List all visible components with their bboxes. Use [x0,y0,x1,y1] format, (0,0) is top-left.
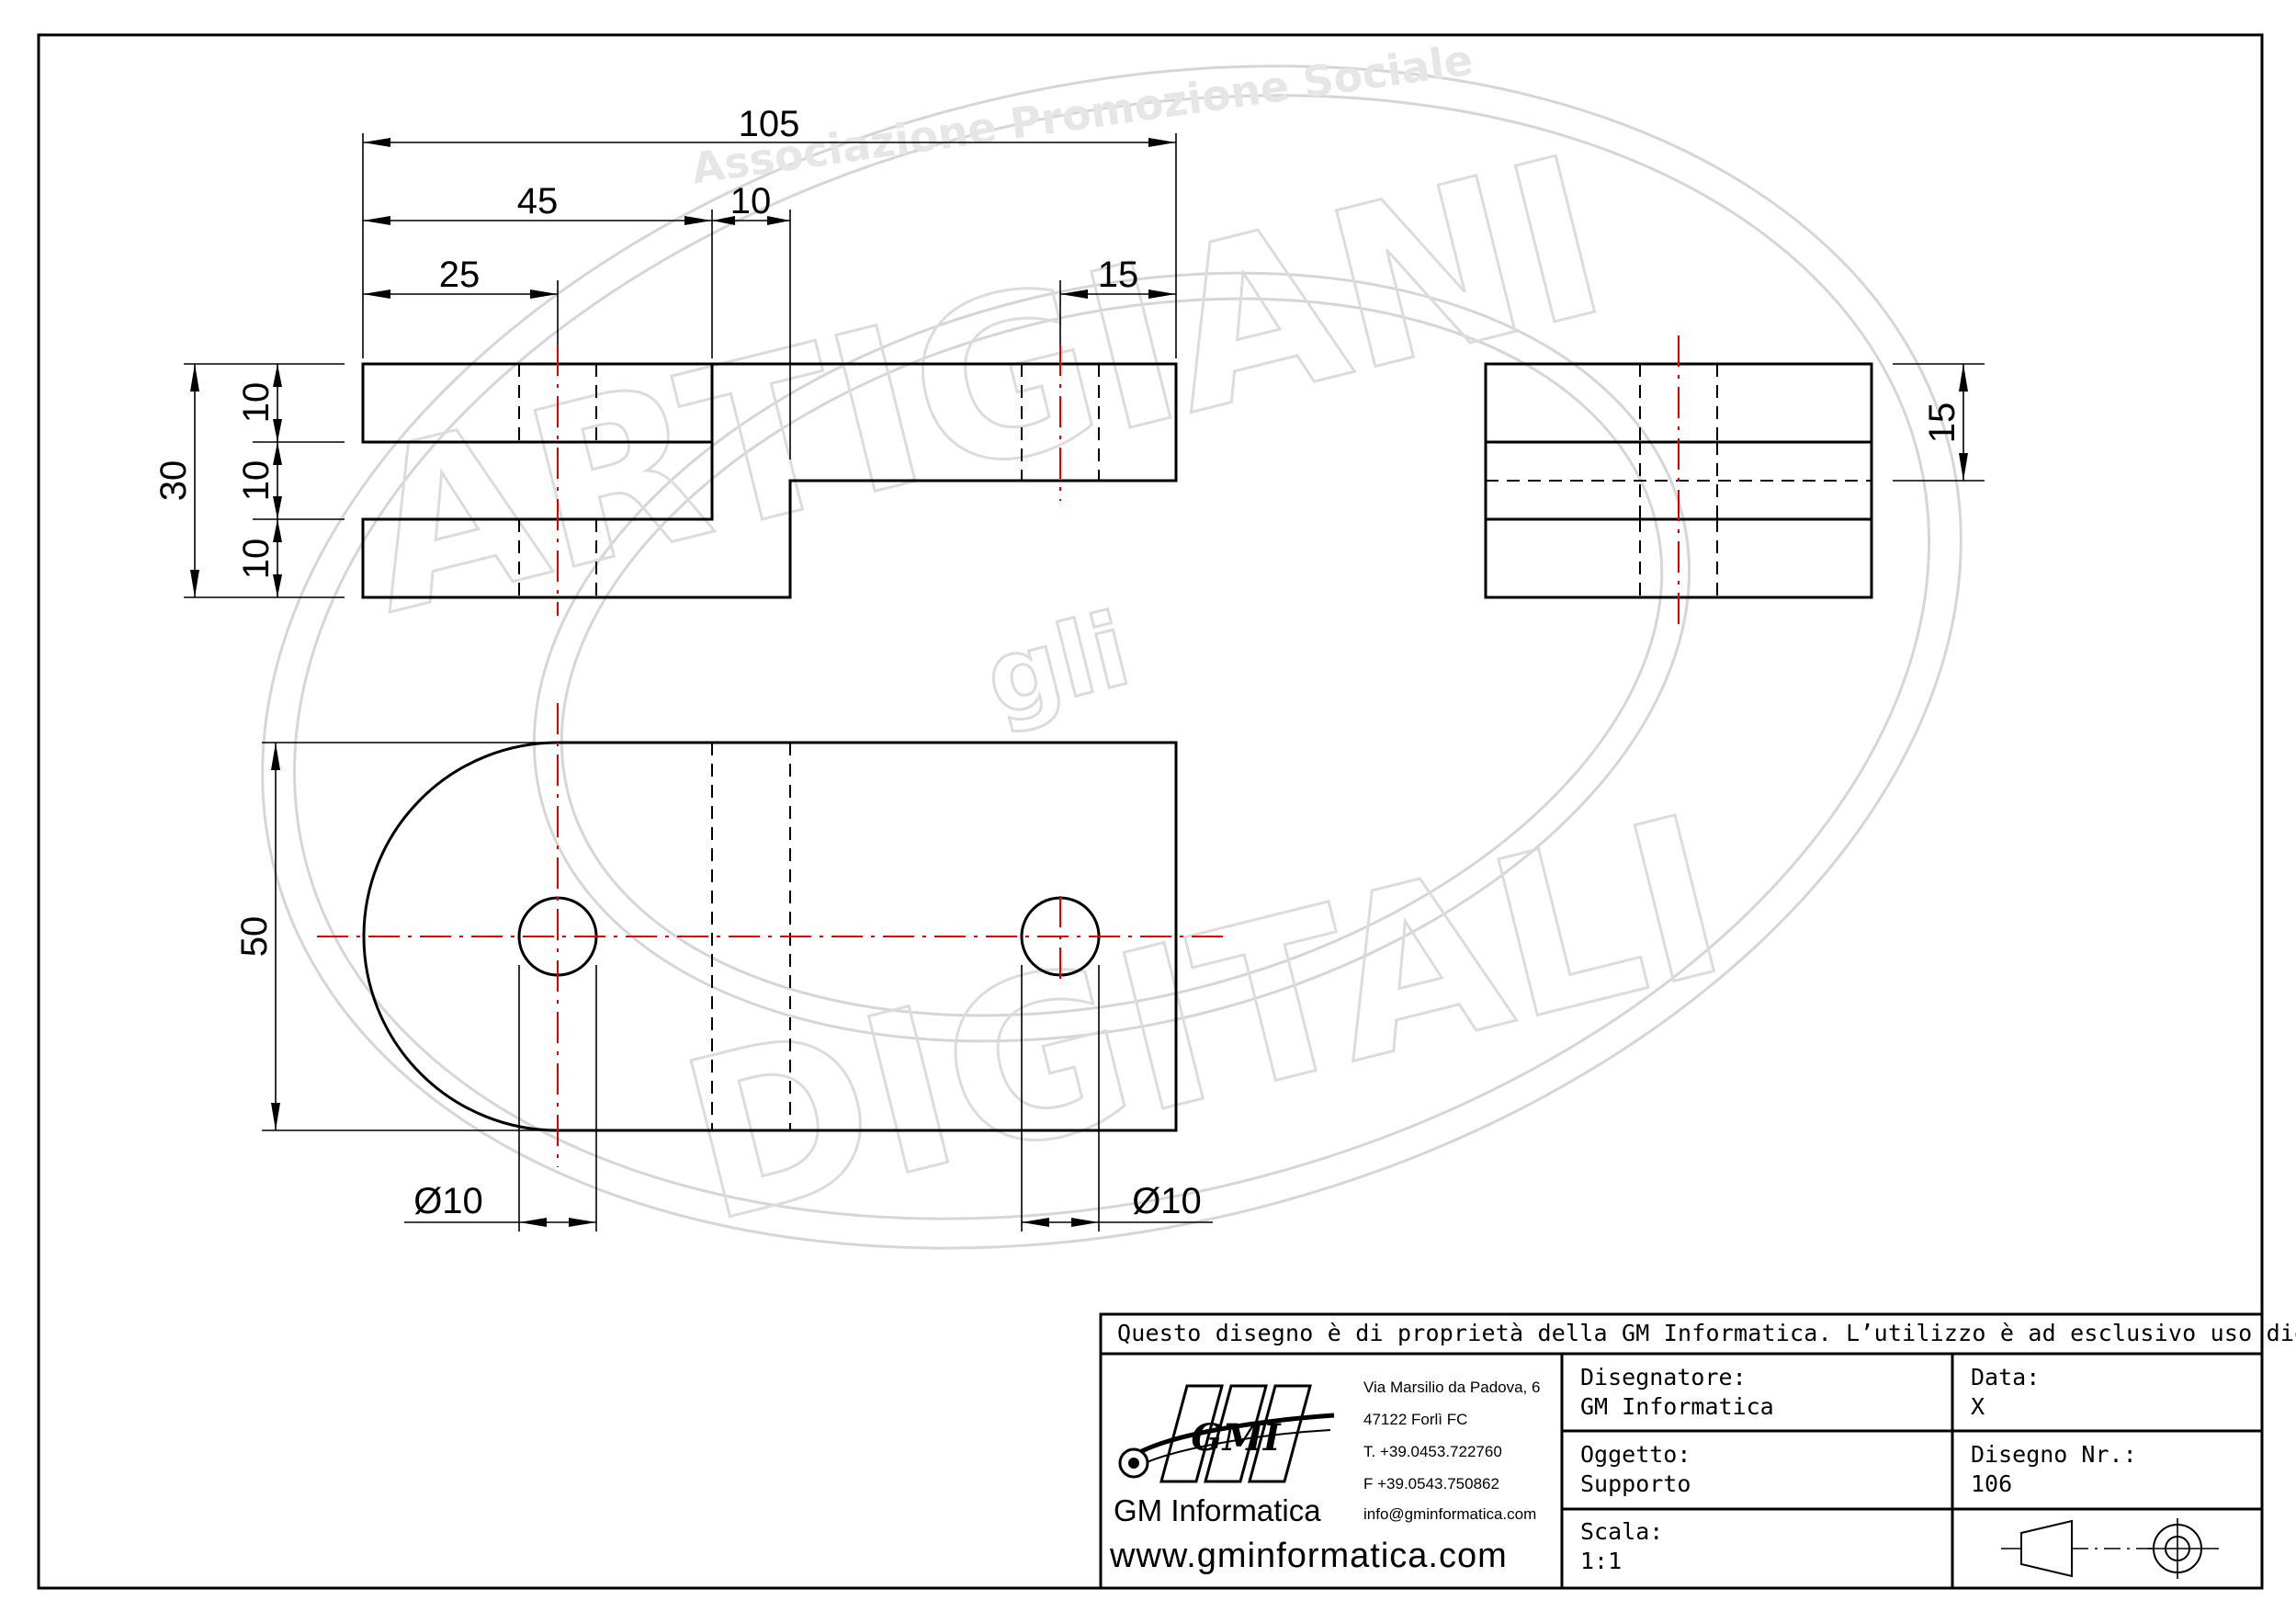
company-name: GM Informatica [1114,1493,1321,1527]
dim-step-10-label: 10 [730,181,772,221]
fax-number: F +39.0543.750862 [1363,1475,1499,1492]
scale-value: 1:1 [1580,1548,1623,1574]
watermark-word-bottom: DIGITALI [661,767,1747,1272]
object-value: Supporto [1580,1470,1691,1497]
dim-45-label: 45 [517,181,559,221]
front-view-outline [361,362,1178,599]
address-line2: 47122 Forlì FC [1363,1411,1468,1428]
date-value: X [1971,1393,1985,1420]
drawing-number-label: Disegno Nr.: [1971,1441,2137,1468]
first-angle-projection-symbol [2001,1518,2219,1579]
email-address: info@gminformatica.com [1363,1505,1537,1523]
title-block-notice: Questo disegno è di proprietà della GM I… [1117,1320,2296,1346]
object-label: Oggetto: [1580,1441,1691,1468]
designer-label: Disegnatore: [1580,1364,1747,1390]
dim-hole1-diameter-label: Ø10 [413,1181,483,1221]
dim-30-label: 30 [153,460,194,502]
dim-side-15-label: 15 [1922,403,1962,444]
dim-layer1-label: 10 [236,382,277,424]
title-block-frame [1099,1312,2264,1590]
dim-layer3-label: 10 [236,539,277,580]
front-view [361,345,1178,616]
date-label: Data: [1971,1364,2041,1390]
dim-50-label: 50 [234,916,275,958]
plan-view-outline [362,741,1178,1132]
side-view [1484,335,1873,625]
watermark-word-middle: gli [975,590,1141,738]
phone-number: T. +39.0453.722760 [1363,1443,1502,1460]
dim-hole2-diameter-label: Ø10 [1132,1181,1202,1221]
company-website: www.gminformatica.com [1110,1537,1508,1575]
gmi-logo-text: GMI [1191,1416,1281,1459]
dim-15-top-label: 15 [1098,255,1139,295]
plan-view [317,703,1231,1167]
address-line1: Via Marsilio da Padova, 6 [1363,1379,1541,1396]
scale-label: Scala: [1580,1518,1664,1545]
dim-105-label: 105 [739,104,800,144]
gmi-logo: GMI [1118,1384,1335,1483]
drawing-number-value: 106 [1971,1470,2013,1497]
dimensions: 105 45 10 25 15 30 [153,104,1985,1231]
dim-layer2-label: 10 [236,460,277,502]
designer-value: GM Informatica [1580,1393,1774,1420]
dim-25-label: 25 [439,255,481,295]
